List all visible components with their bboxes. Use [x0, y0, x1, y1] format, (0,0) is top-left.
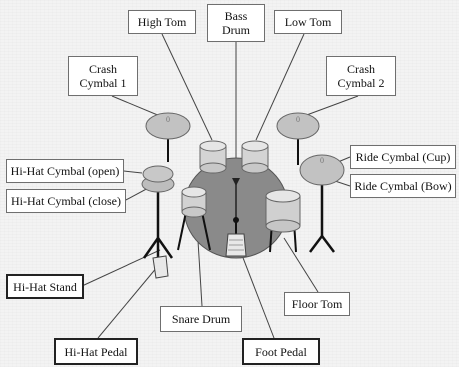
leader-hihat-open [123, 170, 143, 174]
svg-text:0: 0 [166, 115, 170, 124]
leader-lines [81, 33, 359, 339]
ride-cymbal: 0 [299, 154, 345, 186]
label-high-tom: High Tom [128, 10, 196, 34]
leader-crash-1 [111, 95, 161, 117]
leader-crash-2 [303, 95, 359, 117]
leader-foot-pedal [239, 249, 275, 339]
label-low-tom-text: Low Tom [284, 15, 332, 29]
label-ride-cymbal-bow-text: Ride Cymbal (Bow) [354, 179, 452, 193]
label-hihat-cymbal-open: Hi-Hat Cymbal (open) [6, 159, 124, 183]
label-floor-tom-text: Floor Tom [291, 297, 343, 311]
label-ride-cymbal-cup-text: Ride Cymbal (Cup) [355, 150, 451, 164]
crash-cymbal-2: 0 [276, 112, 320, 165]
label-hihat-stand: Hi-Hat Stand [6, 274, 84, 299]
leader-hihat-pedal [97, 265, 159, 339]
label-crash-cymbal-2: Crash Cymbal 2 [326, 56, 396, 96]
label-foot-pedal: Foot Pedal [242, 338, 320, 365]
hihat-pedal [152, 255, 169, 279]
low-tom [241, 140, 269, 174]
svg-text:0: 0 [320, 156, 324, 165]
label-snare-drum-text: Snare Drum [171, 312, 231, 326]
label-hihat-cymbal-open-text: Hi-Hat Cymbal (open) [10, 164, 120, 178]
hihat-cymbals [141, 165, 175, 193]
leader-floor-tom [283, 237, 319, 293]
leader-high-tom [161, 33, 213, 141]
high-tom [199, 140, 227, 174]
label-hihat-pedal-text: Hi-Hat Pedal [64, 344, 128, 359]
leader-low-tom [255, 33, 305, 141]
label-ride-cymbal-cup: Ride Cymbal (Cup) [350, 145, 456, 169]
floor-tom [265, 189, 301, 253]
hihat-stand [142, 190, 174, 259]
label-floor-tom: Floor Tom [284, 292, 350, 316]
label-ride-cymbal-bow: Ride Cymbal (Bow) [350, 174, 456, 198]
ride-cymbal-stand [309, 182, 335, 253]
foot-pedal [225, 217, 247, 257]
label-high-tom-text: High Tom [137, 15, 187, 29]
label-crash-cymbal-1-text: Crash Cymbal 1 [79, 62, 127, 90]
label-bass-drum-text: Bass Drum [222, 9, 250, 37]
label-hihat-pedal: Hi-Hat Pedal [54, 338, 138, 365]
label-hihat-stand-text: Hi-Hat Stand [13, 279, 77, 294]
label-hihat-cymbal-close: Hi-Hat Cymbal (close) [6, 189, 126, 213]
label-foot-pedal-text: Foot Pedal [255, 344, 307, 359]
snare-drum [177, 186, 211, 251]
label-hihat-cymbal-close-text: Hi-Hat Cymbal (close) [11, 194, 121, 208]
svg-text:0: 0 [296, 115, 300, 124]
label-bass-drum: Bass Drum [207, 4, 265, 42]
leader-hihat-stand [81, 249, 161, 287]
crash-cymbal-1: 0 [145, 112, 191, 162]
label-crash-cymbal-2-text: Crash Cymbal 2 [337, 62, 385, 90]
label-low-tom: Low Tom [274, 10, 342, 34]
label-crash-cymbal-1: Crash Cymbal 1 [68, 56, 138, 96]
label-snare-drum: Snare Drum [160, 306, 242, 332]
